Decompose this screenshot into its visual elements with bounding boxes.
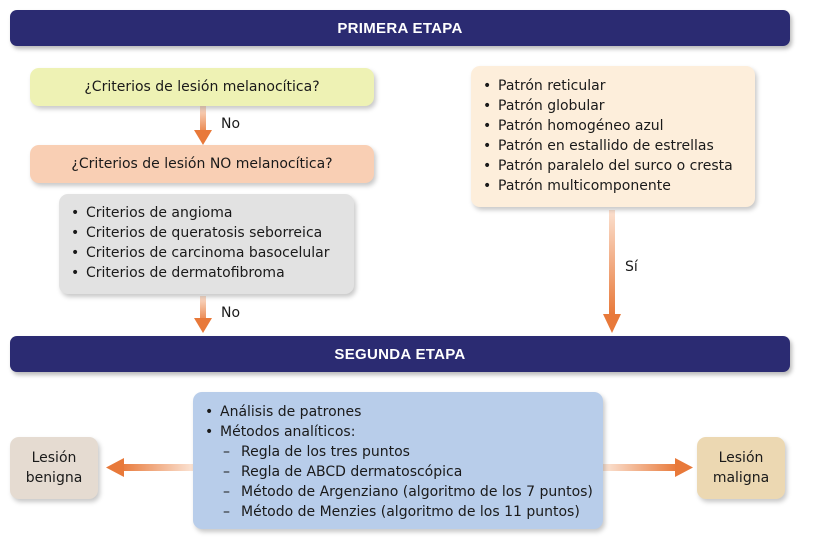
arrow-no-1: [194, 106, 212, 145]
label-no-2: No: [221, 305, 241, 321]
pattern-item: Patrón paralelo del surco o cresta: [481, 156, 755, 176]
pattern-item: Patrón en estallido de estrellas: [481, 136, 755, 156]
analysis-list: Análisis de patrones Métodos analíticos:: [203, 402, 603, 442]
malignant-line2: maligna: [712, 470, 770, 486]
malignant-line1: Lesión: [718, 450, 764, 466]
pattern-item: Patrón reticular: [481, 76, 755, 96]
analysis-item-patterns: Análisis de patrones: [203, 402, 603, 422]
pattern-item: Patrón homogéneo azul: [481, 116, 755, 136]
method-item: Regla de los tres puntos: [223, 442, 603, 462]
pattern-item: Patrón globular: [481, 96, 755, 116]
primera-etapa-banner: PRIMERA ETAPA: [10, 10, 790, 46]
segunda-etapa-title: SEGUNDA ETAPA: [334, 345, 466, 363]
primera-etapa-title: PRIMERA ETAPA: [337, 19, 463, 37]
non-melanocytic-criteria-list: Criterios de angioma Criterios de querat…: [69, 203, 354, 283]
melanocytic-patterns-list: Patrón reticular Patrón globular Patrón …: [481, 76, 755, 196]
method-item: Regla de ABCD dermatoscópica: [223, 462, 603, 482]
analysis-methods-heading: Métodos analíticos:: [220, 424, 356, 440]
arrow-to-malignant: [602, 458, 693, 477]
question-melanocytic-box: ¿Criterios de lesión melanocítica?: [30, 68, 374, 106]
arrow-si: [603, 210, 621, 333]
label-si: Sí: [625, 259, 638, 275]
arrow-to-benign: [106, 458, 195, 477]
criteria-item: Criterios de dermatofibroma: [69, 263, 354, 283]
pattern-item: Patrón multicomponente: [481, 176, 755, 196]
method-item: Método de Argenziano (algoritmo de los 7…: [223, 482, 603, 502]
analytic-methods-list: Regla de los tres puntos Regla de ABCD d…: [203, 442, 603, 522]
segunda-etapa-banner: SEGUNDA ETAPA: [10, 336, 790, 372]
analysis-methods-box: Análisis de patrones Métodos analíticos:…: [193, 392, 603, 529]
analysis-item-methods: Métodos analíticos:: [203, 422, 603, 442]
benign-lesion-box: Lesión benigna: [10, 437, 98, 499]
criteria-item: Criterios de carcinoma basocelular: [69, 243, 354, 263]
method-item: Método de Menzies (algoritmo de los 11 p…: [223, 502, 603, 522]
criteria-item: Criterios de queratosis seborreica: [69, 223, 354, 243]
label-no-1: No: [221, 116, 241, 132]
criteria-item: Criterios de angioma: [69, 203, 354, 223]
benign-line1: Lesión: [31, 450, 77, 466]
benign-line2: benigna: [25, 470, 83, 486]
question-melanocytic-text: ¿Criterios de lesión melanocítica?: [84, 79, 320, 95]
non-melanocytic-criteria-box: Criterios de angioma Criterios de querat…: [59, 194, 354, 294]
question-non-melanocytic-box: ¿Criterios de lesión NO melanocítica?: [30, 145, 374, 183]
arrow-no-2: [194, 296, 212, 333]
melanocytic-patterns-box: Patrón reticular Patrón globular Patrón …: [471, 66, 755, 207]
malignant-lesion-box: Lesión maligna: [697, 437, 785, 499]
question-non-melanocytic-text: ¿Criterios de lesión NO melanocítica?: [71, 156, 333, 172]
